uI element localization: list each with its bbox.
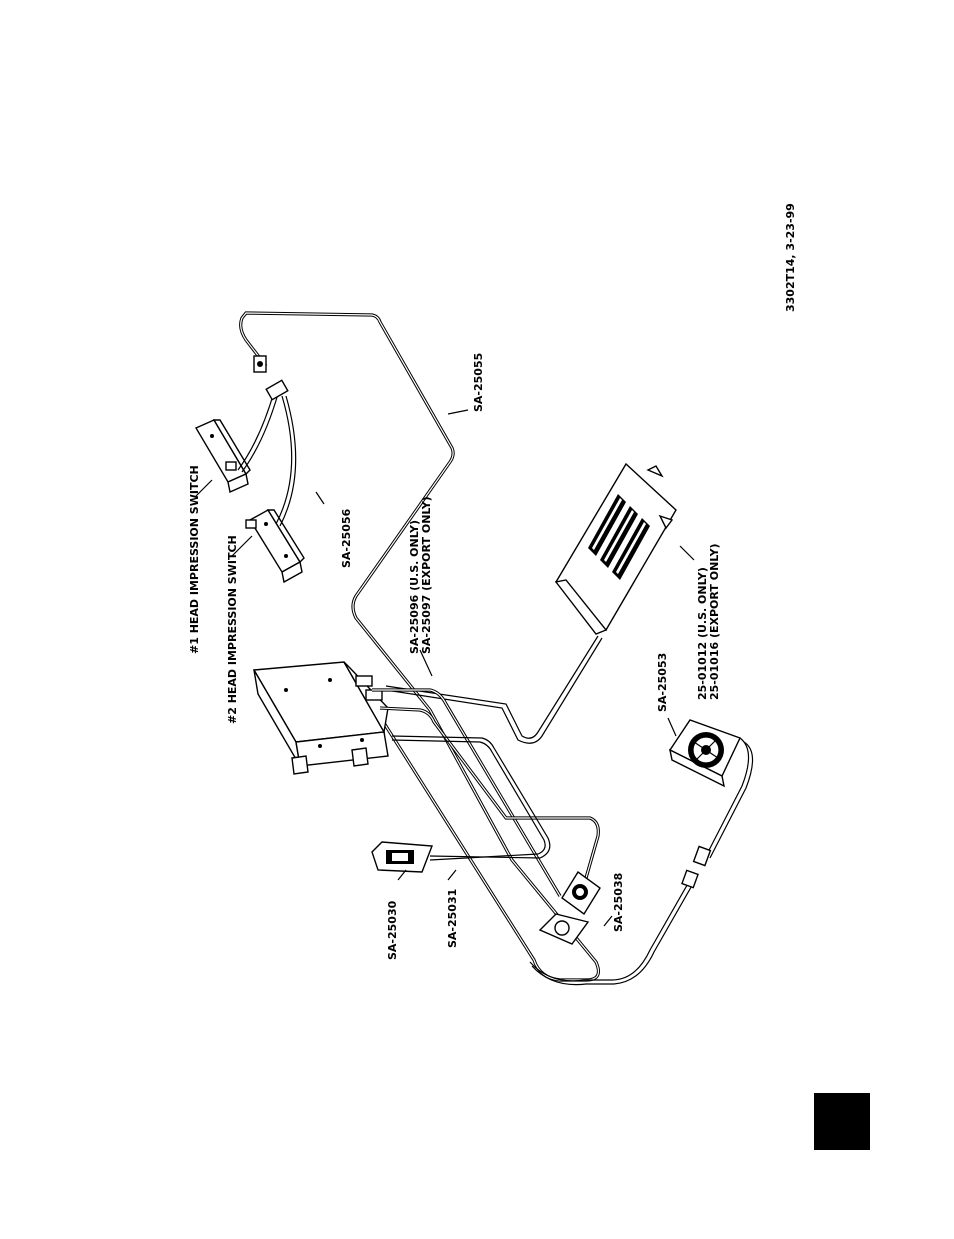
label-head-switch-1: #1 HEAD IMPRESSION SWITCH <box>188 465 201 654</box>
label-sa-25038: SA-25038 <box>612 873 625 932</box>
label-25-01016: 25-01016 (EXPORT ONLY) <box>708 543 721 700</box>
label-head-switch-2: #2 HEAD IMPRESSION SWITCH <box>226 535 239 724</box>
head-switch-2 <box>246 510 304 582</box>
label-sa-25053: SA-25053 <box>656 653 669 712</box>
harness-sa-25056 <box>238 356 296 526</box>
labels: #2 HEAD IMPRESSION SWITCH #1 HEAD IMPRES… <box>188 203 797 960</box>
label-sa-25055: SA-25055 <box>472 353 485 412</box>
page-tab-marker <box>814 1093 870 1150</box>
label-sa-25097: SA-25097 (EXPORT ONLY) <box>420 496 433 654</box>
label-sa-25030: SA-25030 <box>386 900 399 960</box>
label-sa-25031: SA-25031 <box>446 889 459 948</box>
remote-switch-sa-25030 <box>372 842 432 872</box>
head-switch-1 <box>196 420 250 492</box>
label-sa-25056: SA-25056 <box>340 508 353 568</box>
fan-sa-25053 <box>670 720 753 866</box>
drawing-id: 3302T14, 3-23-99 <box>784 203 797 312</box>
control-box <box>254 662 388 774</box>
